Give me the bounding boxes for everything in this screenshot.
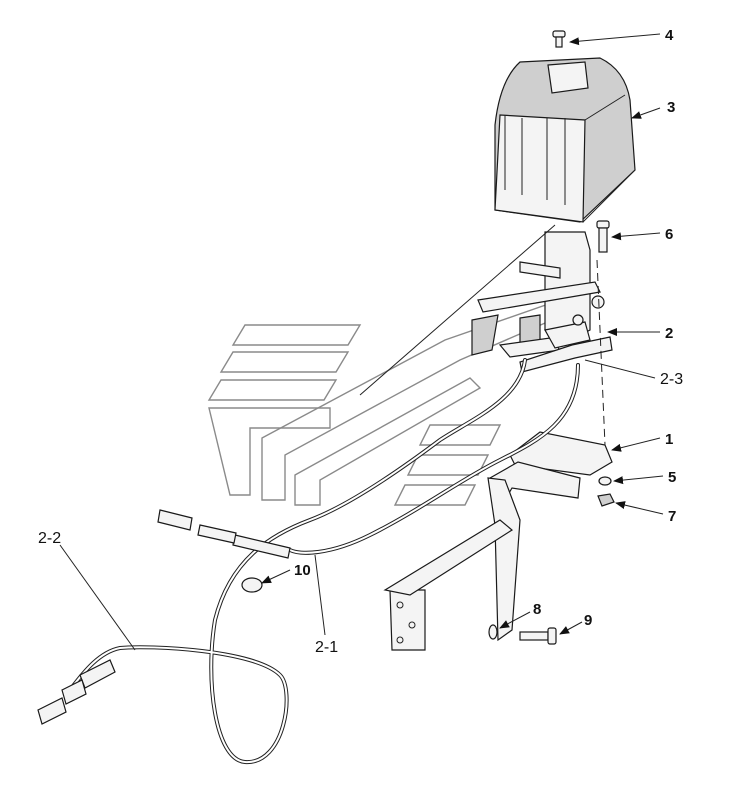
callout-9: 9 [584,612,592,629]
callout-6: 6 [665,226,673,243]
cable-assembly [37,358,580,765]
callout-2-2: 2-2 [38,530,61,547]
bolt-part [596,220,610,253]
callout-5: 5 [668,469,676,486]
lock-washer-part [488,624,498,640]
pedal-assembly-part [471,231,613,373]
callout-2-1: 2-1 [315,639,338,656]
callout-1: 1 [665,431,673,448]
callout-labels: 4 3 6 2 2-3 1 5 7 10 2-2 2-1 8 9 [38,27,683,656]
callout-2-3: 2-3 [660,371,683,388]
callout-8: 8 [533,601,541,618]
callout-4: 4 [665,27,674,44]
washer-part [598,476,612,486]
callout-2: 2 [665,325,673,342]
leader-lines [59,33,664,651]
nut-part [597,493,615,507]
callout-10: 10 [294,562,311,579]
callout-7: 7 [668,508,676,525]
mounting-bracket-part [383,431,613,651]
callout-3: 3 [667,99,675,116]
screw-part [552,30,566,48]
cover-housing-part [494,57,636,223]
bolt-9-part [519,627,557,645]
